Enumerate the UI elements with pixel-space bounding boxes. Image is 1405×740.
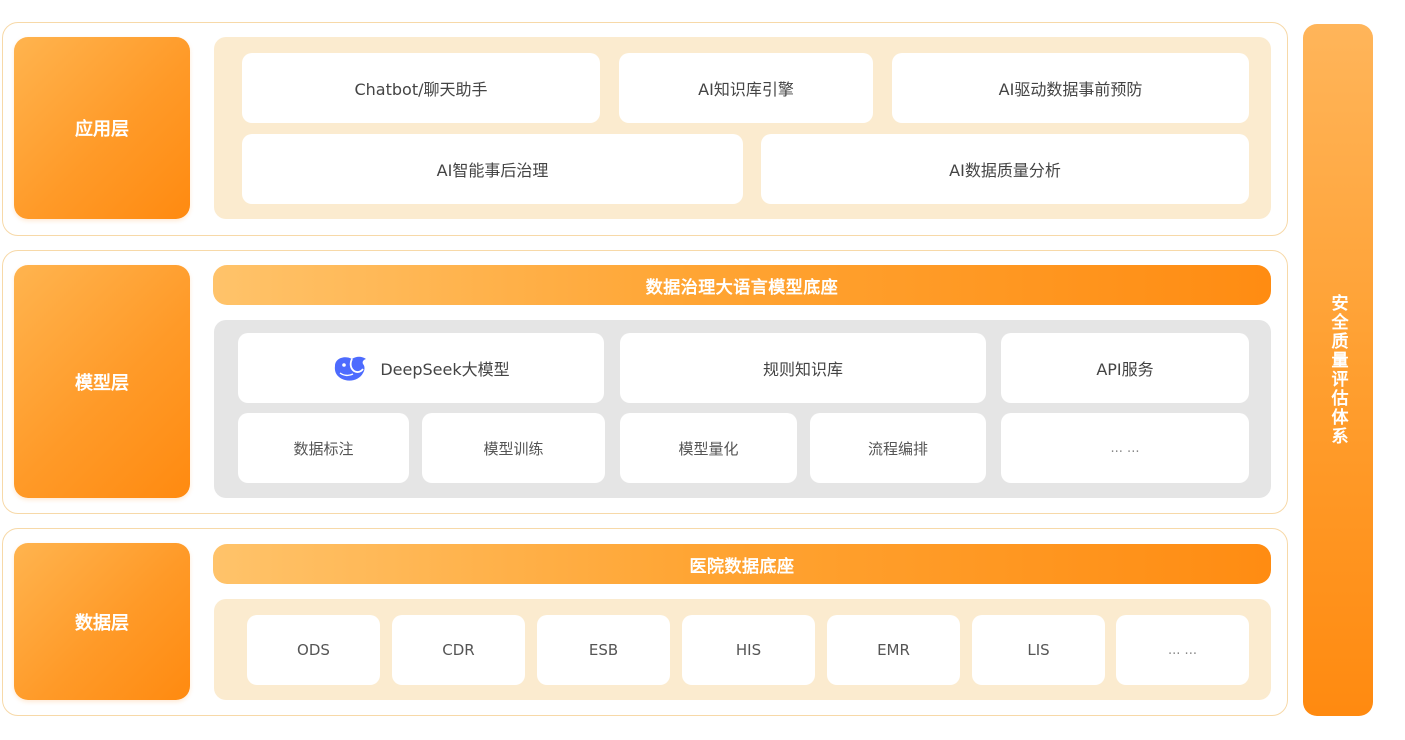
application-layer-label: 应用层 xyxy=(14,37,190,219)
model-card-more-label: ... ... xyxy=(1110,440,1140,456)
application-layer-panel: Chatbot/聊天助手 AI知识库引擎 AI驱动数据事前预防 AI智能事后治理… xyxy=(214,37,1271,219)
data-card-lis: LIS xyxy=(972,615,1105,685)
model-card-quantization: 模型量化 xyxy=(620,413,797,483)
model-layer-panel: DeepSeek大模型 规则知识库 API服务 数据标注 模型训练 模型量化 流… xyxy=(214,320,1271,498)
model-card-more: ... ... xyxy=(1001,413,1249,483)
data-card-emr: EMR xyxy=(827,615,960,685)
app-card-post-governance: AI智能事后治理 xyxy=(242,134,743,204)
data-card-more: ... ... xyxy=(1116,615,1249,685)
model-layer-label: 模型层 xyxy=(14,265,190,498)
model-card-model-training: 模型训练 xyxy=(422,413,605,483)
data-card-esb: ESB xyxy=(537,615,670,685)
app-card-knowledge-engine: AI知识库引擎 xyxy=(619,53,873,123)
app-card-prevention: AI驱动数据事前预防 xyxy=(892,53,1249,123)
data-card-more-label: ... ... xyxy=(1168,642,1197,658)
model-base-banner: 数据治理大语言模型底座 xyxy=(213,265,1271,305)
data-card-his: HIS xyxy=(682,615,815,685)
model-card-deepseek: DeepSeek大模型 xyxy=(238,333,604,403)
whale-logo-icon xyxy=(332,353,370,383)
model-card-orchestration: 流程编排 xyxy=(810,413,986,483)
model-card-api-service: API服务 xyxy=(1001,333,1249,403)
app-card-chatbot: Chatbot/聊天助手 xyxy=(242,53,600,123)
security-quality-assessment-label: 安全质量评估体系 xyxy=(1327,294,1348,446)
data-card-cdr: CDR xyxy=(392,615,525,685)
security-quality-assessment-bar: 安全质量评估体系 xyxy=(1303,24,1373,716)
data-layer-label: 数据层 xyxy=(14,543,190,700)
data-layer-panel: ODS CDR ESB HIS EMR LIS ... ... xyxy=(214,599,1271,700)
data-card-ods: ODS xyxy=(247,615,380,685)
hospital-base-banner: 医院数据底座 xyxy=(213,544,1271,584)
model-card-data-annotation: 数据标注 xyxy=(238,413,409,483)
model-card-rules-kb: 规则知识库 xyxy=(620,333,986,403)
app-card-quality-analysis: AI数据质量分析 xyxy=(761,134,1249,204)
model-card-deepseek-label: DeepSeek大模型 xyxy=(380,360,510,379)
